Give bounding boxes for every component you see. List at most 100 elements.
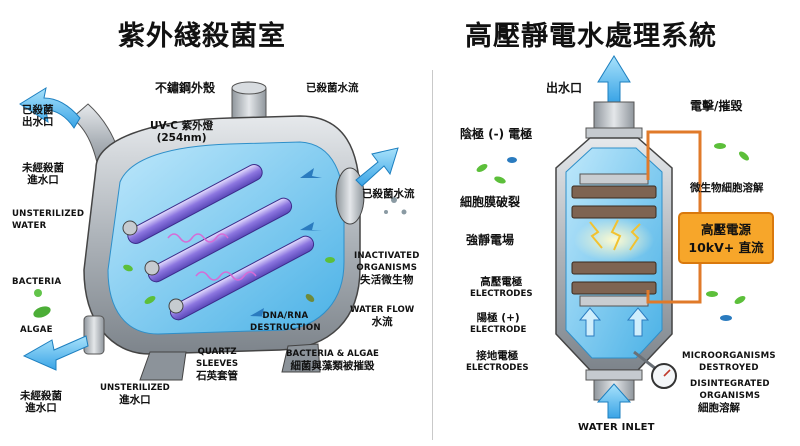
- chamber-end-cap: [335, 167, 365, 225]
- label-uv-lamp: UV-C 紫外燈 (254nm): [150, 120, 213, 144]
- label-quartz-line2: SLEEVES: [196, 359, 239, 369]
- label-outlet-side: 已殺菌水流: [362, 188, 415, 200]
- label-hv-electrode-en: ELECTRODES: [470, 289, 533, 299]
- label-bottom-unsterilized-en: UNSTERILIZED: [100, 383, 170, 393]
- flow-up-arrow-1: [578, 307, 602, 337]
- label-ground-cn: 接地電極: [476, 350, 519, 362]
- bacteria-r-4: [714, 143, 726, 149]
- uv-wave-2: [195, 271, 257, 281]
- label-anode-en: ELECTRODE: [470, 325, 527, 335]
- label-destroyed-cn: 細菌與藻類被摧毀: [290, 360, 375, 372]
- label-cathode: 陰極 (-) 電極: [460, 127, 533, 141]
- flow-arrow-1: [300, 168, 322, 178]
- label-bacteria: BACTERIA: [12, 277, 62, 287]
- uv-chamber: [19, 81, 407, 381]
- label-microbe-lysis: 微生物細胞溶解: [690, 182, 764, 194]
- label-bottom-inlet-line1: 未經殺菌: [20, 390, 62, 402]
- label-shock: 電擊/摧毀: [690, 99, 743, 113]
- label-unsterilized-water-line1: UNSTERILIZED: [12, 209, 85, 219]
- label-inlet-line2: 進水口: [27, 174, 59, 186]
- label-inactivated-line1: INACTIVATED: [354, 251, 420, 261]
- bacteria-blob-1: [144, 296, 156, 304]
- label-unsterilized-water-line2: WATER: [12, 221, 47, 231]
- label-outlet: 出水口: [546, 81, 583, 95]
- top-flange: [585, 127, 643, 139]
- electrostatic-vessel: [476, 55, 749, 419]
- bacteria-blob-4: [305, 294, 315, 302]
- label-outlet-top-line2: 出水口: [22, 116, 54, 128]
- label-uv-lamp-line1: UV-C 紫外燈: [150, 120, 214, 132]
- support-leg-left: [139, 351, 187, 381]
- inlet-flange-bottom: [83, 315, 105, 355]
- uv-lamp-1: [127, 164, 263, 244]
- uv-lamp-2: [147, 197, 293, 283]
- label-quartz-line1: QUARTZ: [197, 347, 237, 357]
- inlet-arrow-bottom-right: [596, 383, 632, 419]
- label-inlet-line1: 未經殺菌: [22, 162, 64, 174]
- label-anode: 陽極 (+) ELECTRODE: [470, 312, 526, 336]
- label-destroyed-en: BACTERIA & ALGAE: [286, 349, 379, 359]
- label-water-flow-cn: 水流: [371, 316, 393, 328]
- label-ground: 接地電極 ELECTRODES: [466, 350, 529, 374]
- label-outlet-top-line1: 已殺菌: [22, 104, 54, 116]
- label-destroyed: BACTERIA & ALGAE 細菌與藻類被摧毀: [286, 348, 379, 372]
- label-shell: 不鏽鋼外殼: [155, 81, 216, 95]
- inlet-arrow-bottom: [22, 335, 89, 371]
- label-micro-line2: DESTROYED: [699, 363, 759, 373]
- label-hv-electrode-cn: 高壓電極: [480, 276, 523, 288]
- label-inactivated-line2: ORGANISMS: [356, 263, 418, 273]
- lamp-cap-1: [122, 220, 138, 236]
- label-micro-line1: MICROORGANISMS: [682, 351, 776, 361]
- label-uv-lamp-line2: (254nm): [156, 132, 207, 144]
- bacteria-r-2: [494, 176, 506, 184]
- lamp-cap-2: [144, 260, 160, 276]
- bacteria-blob-3: [325, 257, 335, 263]
- lamp-cap-3: [168, 298, 184, 314]
- power-supply-box: 高壓電源 10kV+ 直流: [678, 212, 774, 264]
- bacteria-r-1: [476, 164, 488, 172]
- bacteria-r-7: [734, 296, 746, 304]
- label-disint-line2: ORGANISMS: [699, 391, 761, 401]
- label-disint-line1: DISINTEGRATED: [690, 379, 770, 389]
- outlet-arrow-right: [355, 147, 399, 187]
- label-dna-destruction: DNA/RNA DESTRUCTION: [250, 310, 321, 334]
- lightning-1: [589, 221, 603, 249]
- wire-bottom: [646, 264, 702, 304]
- flow-up-arrow-2: [626, 307, 650, 337]
- power-supply-line1: 高壓電源: [700, 222, 751, 237]
- label-bottom-unsterilized: UNSTERILIZED 進水口: [100, 382, 170, 406]
- algae-blob-1: [33, 306, 51, 318]
- bacteria-outside-1: [34, 289, 42, 297]
- left-title: 紫外綫殺菌室: [118, 21, 286, 52]
- support-leg-right: [281, 343, 321, 373]
- label-dna-line2: DESTRUCTION: [250, 323, 321, 333]
- label-anode-cn: 陽極 (+): [476, 312, 520, 324]
- label-disintegrated: DISINTEGRATED ORGANISMS: [690, 378, 770, 402]
- label-water-flow-en: WATER FLOW: [350, 305, 415, 315]
- label-membrane: 細胞膜破裂: [460, 195, 521, 209]
- panel-divider: [432, 70, 433, 440]
- bacteria-r-8: [720, 315, 732, 321]
- dead-cell-1: [391, 197, 397, 203]
- label-lysis: 細胞溶解: [698, 402, 740, 414]
- power-supply-line2: 10kV+ 直流: [688, 240, 764, 255]
- label-bottom-unsterilized-cn: 進水口: [119, 394, 151, 406]
- dead-cell-2: [401, 209, 407, 215]
- label-water-inlet: WATER INLET: [578, 422, 655, 433]
- bacteria-r-5: [739, 151, 749, 161]
- label-unsterilized-water: UNSTERILIZED WATER: [12, 208, 84, 232]
- label-dna-line1: DNA/RNA: [262, 311, 309, 321]
- label-outlet-top: 已殺菌 出水口: [22, 104, 54, 128]
- outlet-arrow-top: [597, 55, 631, 103]
- label-ground-en: ELECTRODES: [466, 363, 529, 373]
- lightning-3: [629, 223, 641, 251]
- outlet-arrow-top-left: [19, 86, 81, 129]
- label-bottom-inlet-line2: 進水口: [25, 402, 57, 414]
- bottom-flange: [585, 369, 643, 381]
- label-inlet-unsterilized: 未經殺菌 進水口: [22, 162, 64, 186]
- label-inactivated-cn: 失活微生物: [360, 274, 414, 286]
- lightning-2: [610, 219, 622, 251]
- label-bottom-inlet: 未經殺菌 進水口: [20, 390, 62, 414]
